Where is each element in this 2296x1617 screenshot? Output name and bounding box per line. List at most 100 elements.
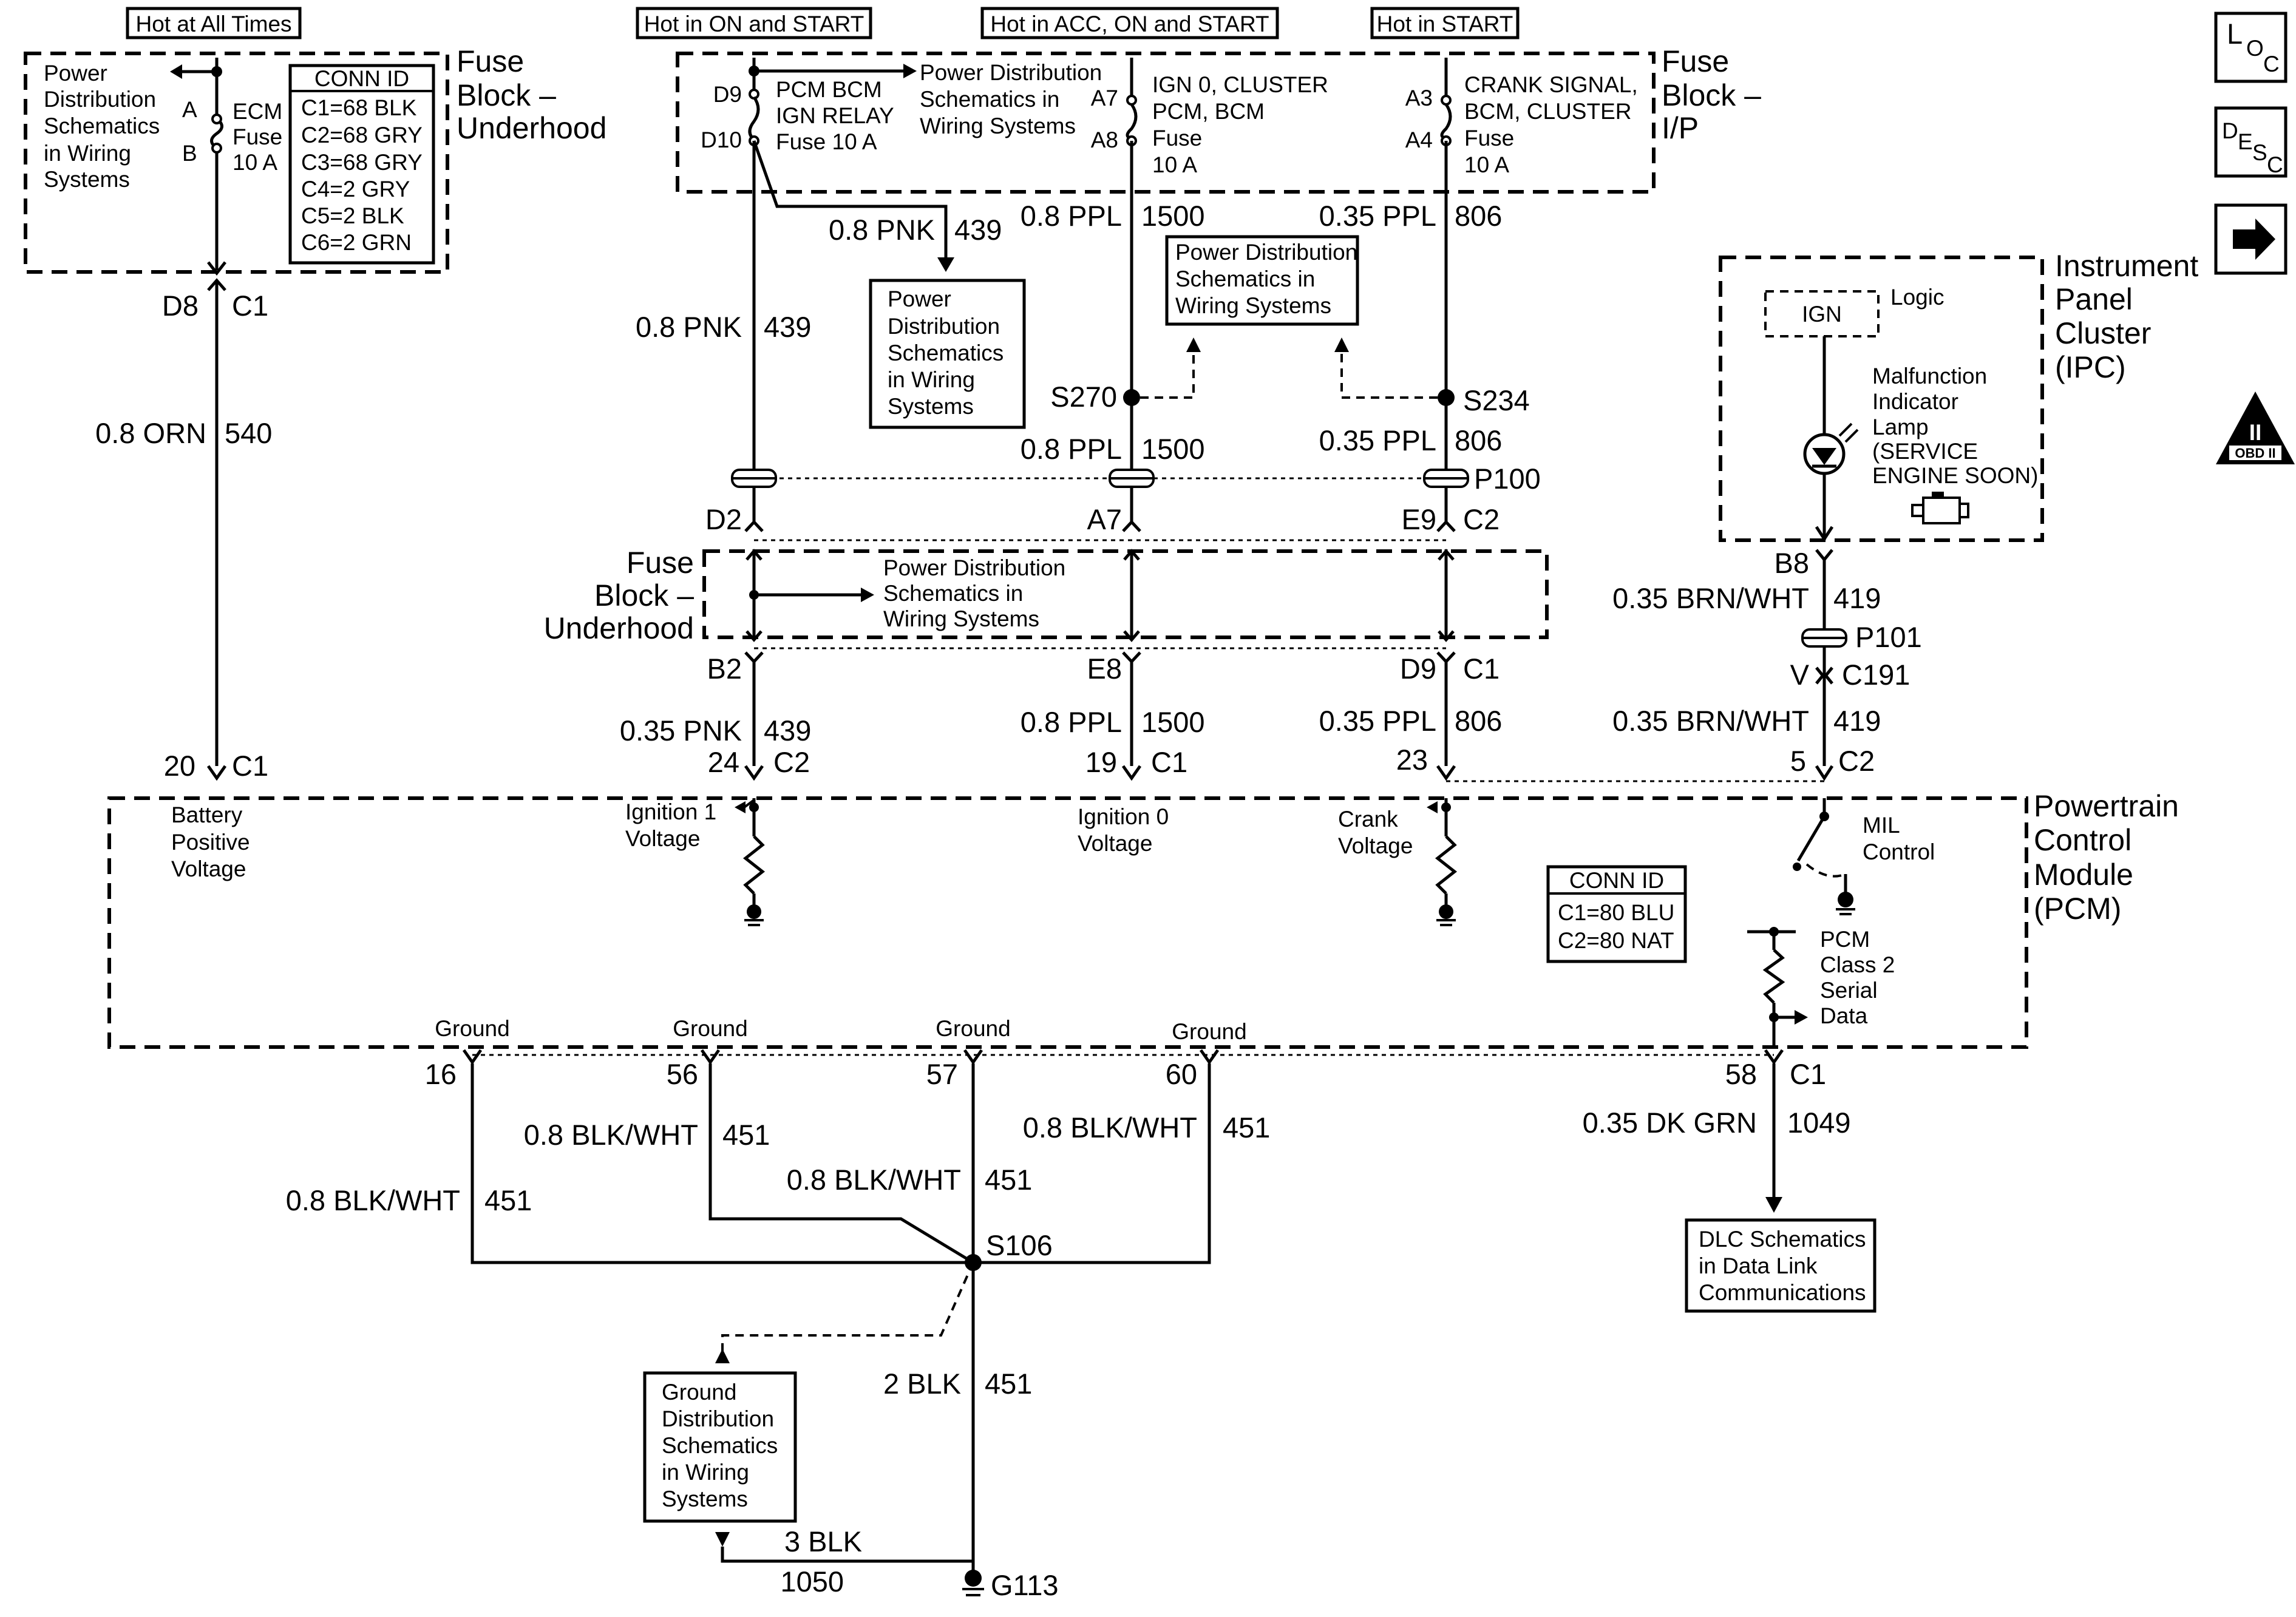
uh-pd-note-2: Distribution: [44, 87, 156, 112]
crank-fuse-1: CRANK SIGNAL,: [1464, 72, 1638, 97]
fuse-block-uh-title-3: Underhood: [457, 111, 606, 145]
crank-fuse-3: Fuse: [1464, 126, 1514, 151]
pnk-branch-circuit: 439: [954, 214, 1002, 246]
p100-pin-a7: A7: [1087, 503, 1123, 535]
pcm-pin-23: 23: [1396, 744, 1428, 776]
ip-pin-a7: A7: [1091, 86, 1118, 110]
bw56-circuit: 451: [722, 1119, 770, 1151]
p101-label: P101: [1855, 621, 1922, 653]
pcm-title-1: Powertrain: [2034, 789, 2179, 823]
ip-pin-a4: A4: [1405, 127, 1433, 152]
pcm-batt-1: Battery: [171, 802, 243, 827]
crank-ground-icon: [1439, 904, 1453, 919]
ipc-mil-3: Lamp: [1872, 415, 1929, 439]
c191-pin-v: V: [1790, 659, 1810, 691]
pcm-pin-24-conn: C2: [773, 746, 810, 778]
pcm-batt-2: Positive: [171, 830, 250, 855]
fuse-block-ip-title-2: Block –: [1662, 78, 1761, 112]
desc-letter-d: D: [2222, 118, 2238, 143]
pcm-conn-id-title: CONN ID: [1569, 868, 1664, 893]
ign1-ground-icon: [747, 904, 761, 919]
pcm-pin-58-conn: C1: [1790, 1058, 1826, 1090]
ign0-fuse-4: 10 A: [1152, 152, 1197, 177]
ip-pd-note-2: Schematics in: [920, 87, 1059, 112]
ign0-fuse-3: Fuse: [1152, 126, 1202, 151]
p101-connector: [1801, 628, 1847, 648]
brn-low-gauge: 0.35 BRN/WHT: [1612, 705, 1809, 737]
c191-label: C191: [1842, 659, 1910, 691]
pcm-pin-19: 19: [1085, 746, 1117, 778]
pcm-ign1-1: Ignition 1: [625, 799, 716, 824]
ip-pin-a8: A8: [1091, 127, 1118, 152]
brn-top-circuit: 419: [1833, 582, 1881, 614]
hot-at-all-times-label: Hot at All Times: [135, 12, 291, 36]
blk2-circuit: 451: [985, 1368, 1032, 1400]
pcm-conn-id-1: C1=80 BLU: [1558, 900, 1674, 925]
p100-connector-e9: [1423, 469, 1469, 488]
desc-letter-s: S: [2252, 140, 2267, 165]
desc-icon[interactable]: D E S C: [2214, 106, 2288, 178]
blk2-gauge: 2 BLK: [883, 1368, 961, 1400]
ppl806-top-gauge: 0.35 PPL: [1319, 200, 1436, 232]
relay-label-2: IGN RELAY: [776, 103, 894, 128]
uh-pin-c1-mid: C1: [1463, 653, 1500, 685]
ppl-mid-circuit: 1500: [1141, 433, 1205, 465]
wire-451-pin16: [470, 1063, 973, 1264]
fuse-block-uh2-title-2: Block –: [594, 578, 694, 612]
ipc-ign-box: [1764, 290, 1880, 337]
desc-letter-e: E: [2238, 129, 2253, 154]
ip-pin-d9: D9: [713, 82, 742, 107]
uh-out-pin: D8: [162, 290, 199, 322]
ipc-mil-4: (SERVICE: [1872, 439, 1978, 464]
ipc-title-4: (IPC): [2055, 350, 2126, 384]
ipc-outline: [1719, 256, 2044, 542]
uh-conn-id-2: C2=68 GRY: [301, 123, 423, 147]
pnk-circuit: 439: [764, 311, 811, 343]
pnk-low-circuit: 439: [764, 714, 811, 747]
ipc-mil-1: Malfunction: [1872, 364, 1987, 388]
uh-pd-note-4: in Wiring: [44, 141, 131, 166]
ipc-ign: IGN: [1802, 302, 1842, 327]
pcm-ign1-2: Voltage: [625, 826, 700, 851]
ip-pin-d10: D10: [701, 127, 742, 152]
uh-pd-note-5: Systems: [44, 167, 130, 192]
pcm-class2-2: Class 2: [1820, 952, 1895, 977]
pcm-pin-19-conn: C1: [1151, 746, 1187, 778]
dkgrn-circuit: 1049: [1787, 1107, 1851, 1139]
wire-451-pin60: [973, 1063, 1211, 1264]
loc-icon[interactable]: L O C: [2214, 12, 2288, 83]
p100-label: P100: [1474, 463, 1541, 495]
gnd-box-2: Distribution: [662, 1406, 774, 1431]
pd-box-splice[interactable]: [1165, 235, 1359, 326]
next-arrow-icon[interactable]: [2214, 203, 2288, 275]
splice-s234-label: S234: [1463, 384, 1530, 416]
ign0-fuse-1: IGN 0, CLUSTER: [1152, 72, 1328, 97]
gnd-box[interactable]: [643, 1371, 797, 1523]
pd-box-pink-5: Systems: [888, 394, 974, 419]
crank-fuse-2: BCM, CLUSTER: [1464, 99, 1631, 124]
dlc-box-2: in Data Link: [1699, 1253, 1818, 1278]
uh-conn-id-1: C1=68 BLK: [301, 95, 417, 120]
uh-pin-b2: B2: [707, 653, 742, 685]
hot-start-box: [1370, 7, 1520, 39]
mil-lamp-icon: [1803, 422, 1859, 475]
obd-text: OBD II: [2235, 446, 2275, 461]
p100-pin-d2: D2: [705, 503, 742, 535]
crank-fuse-4: 10 A: [1464, 152, 1509, 177]
dlc-box[interactable]: [1685, 1218, 1877, 1313]
fuse-block-ip-title-3: I/P: [1662, 111, 1699, 145]
gnd-box-3: Schematics: [662, 1433, 778, 1458]
check-engine-icon: [1911, 492, 1969, 524]
ipc-logic: Logic: [1890, 285, 1944, 310]
loc-letter-o: O: [2246, 36, 2264, 61]
uh-pin-b: B: [182, 141, 197, 166]
dkgrn-gauge: 0.35 DK GRN: [1583, 1107, 1757, 1139]
pcm-conn-id-box: [1546, 865, 1687, 963]
pd-box-pink[interactable]: [869, 279, 1026, 429]
uh-conn-id-4: C4=2 GRY: [301, 177, 410, 202]
gnd-box-4: in Wiring: [662, 1460, 749, 1485]
pcm-pin-20-conn: C1: [232, 750, 268, 782]
pcm-class2-1: PCM: [1820, 927, 1870, 952]
splice-s270: [1123, 389, 1140, 406]
splice-s270-label: S270: [1050, 381, 1117, 413]
